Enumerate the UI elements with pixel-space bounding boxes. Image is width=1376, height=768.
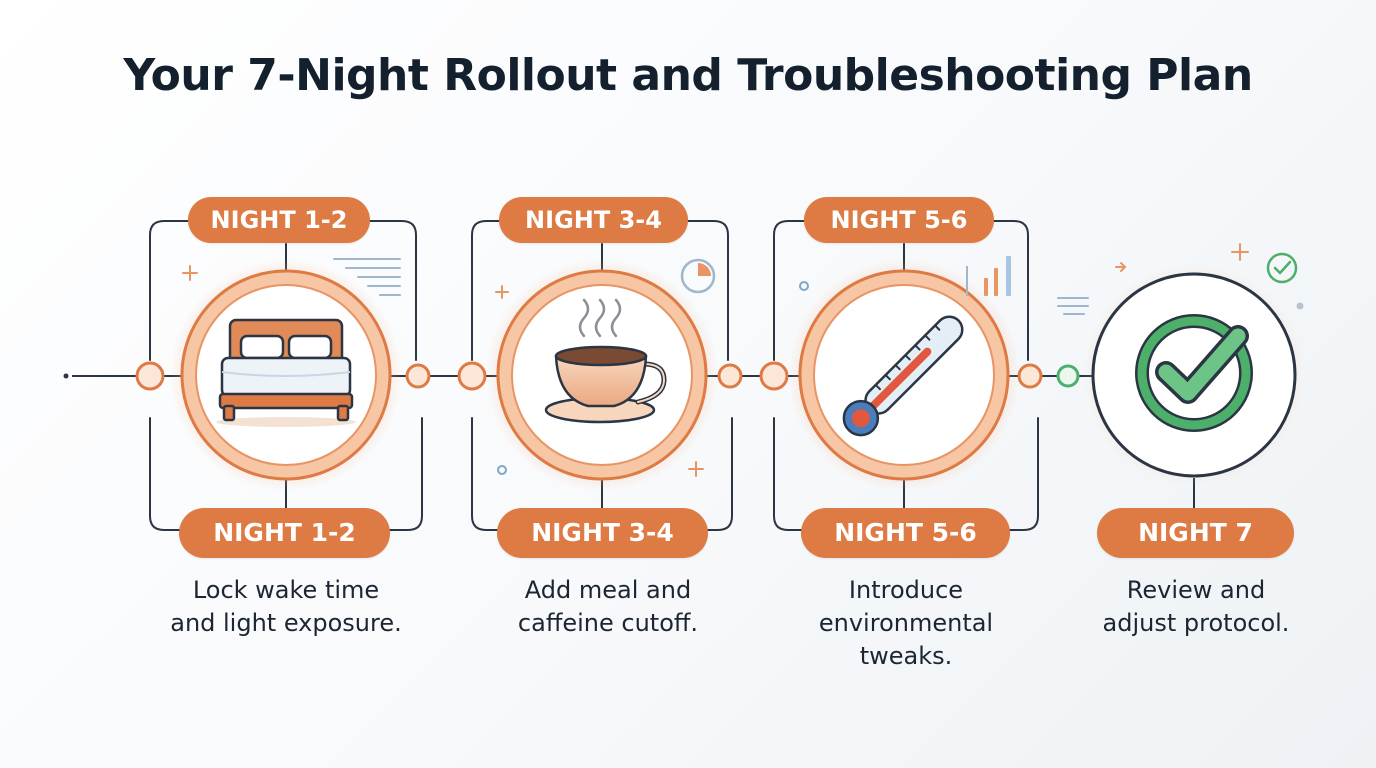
step-3-bottom-label: NIGHT 5-6 [801,508,1010,558]
caption-line: Review and [1126,576,1266,604]
text-lines-icon [333,258,1089,315]
caption-line: environmental [818,609,994,637]
timeline-node [759,361,789,391]
sparkle-icon [182,243,1249,477]
caption-line: Lock wake time [192,576,380,604]
bed-icon [216,318,356,427]
check-badge-icon [1266,252,1298,284]
step-2-bottom-label: NIGHT 3-4 [497,508,708,558]
dot-decoration [497,281,1304,475]
thermometer-icon [842,315,964,437]
caption-line: Add meal and [524,576,692,604]
caption-line: and light exposure. [170,609,402,637]
coffee-cup-icon [544,298,667,424]
caption-line: Introduce [848,576,964,604]
step-4-caption: Review and adjust protocol. [1046,574,1346,640]
timeline-node-green [1056,364,1080,388]
caption-line: caffeine cutoff. [517,609,699,637]
timeline-node [1017,363,1043,389]
step-2-top-label: NIGHT 3-4 [499,197,688,243]
step-2-caption: Add meal and caffeine cutoff. [458,574,758,640]
step-1-caption: Lock wake time and light exposure. [136,574,436,640]
pie-chart-icon [680,258,716,294]
page-title: Your 7-Night Rollout and Troubleshooting… [123,50,1253,101]
caption-line: tweaks. [859,642,953,670]
step-1-bottom-label: NIGHT 1-2 [179,508,390,558]
caption-line: adjust protocol. [1102,609,1290,637]
step-3-top-label: NIGHT 5-6 [804,197,994,243]
timeline-node [135,361,165,391]
step-3-caption: Introduce environmental tweaks. [756,574,1056,673]
bar-chart-icon [966,256,1011,296]
step-1-top-label: NIGHT 1-2 [188,197,370,243]
checkmark-circle-icon [1135,314,1253,432]
step-4-bottom-label: NIGHT 7 [1097,508,1294,558]
timeline-node [405,363,431,389]
timeline-node [457,361,487,391]
step-1-bracket [149,220,423,531]
timeline-node [717,363,743,389]
